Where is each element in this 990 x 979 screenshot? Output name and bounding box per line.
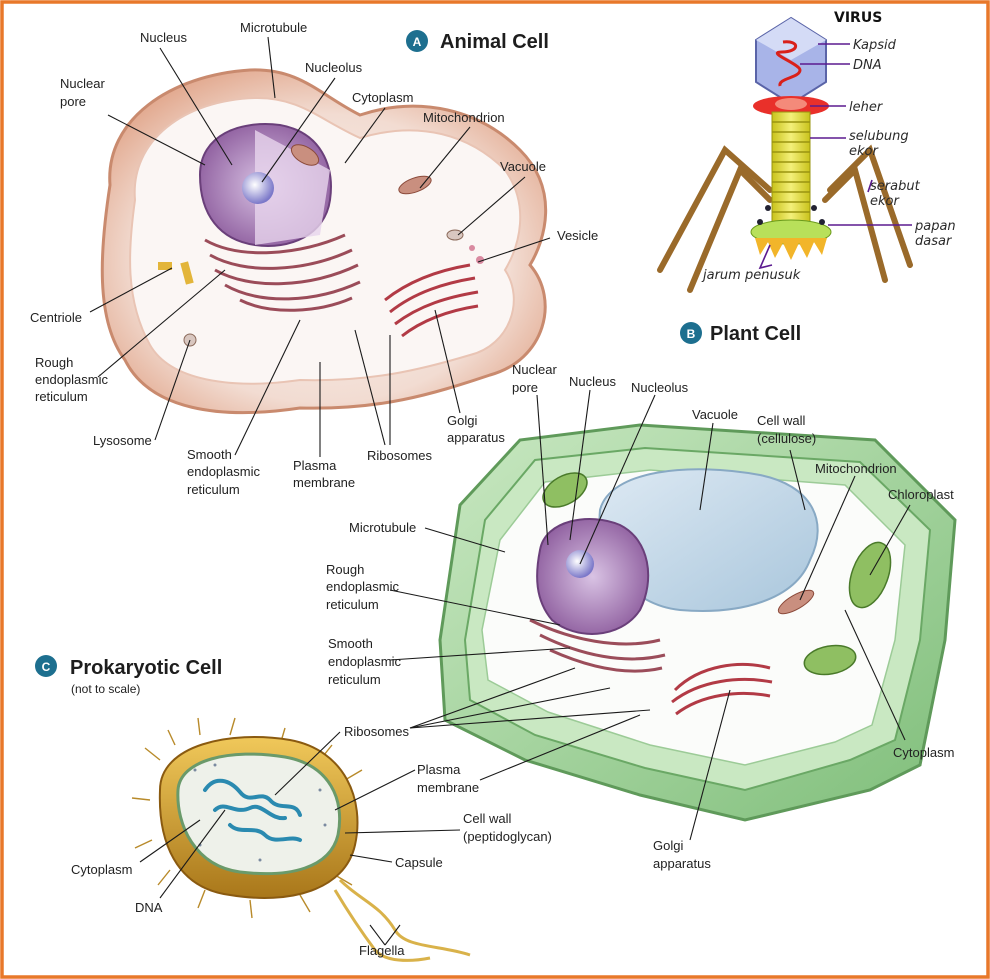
animal-label-microtubule: Microtubule (240, 20, 307, 35)
virus-leader-lines (758, 43, 912, 270)
virus-label-serabut: serabut (870, 179, 921, 194)
plant-label-nucleolus: Nucleolus (631, 380, 689, 395)
virus-label-serabut-2: ekor (870, 194, 900, 209)
plant-label-rough-er: Rough (326, 562, 364, 577)
prokaryote-label-capsule: Capsule (395, 855, 443, 870)
animal-label-nucleolus: Nucleolus (305, 60, 363, 75)
prokaryote-label-plasma-membrane-2: membrane (417, 780, 479, 795)
plant-label-golgi-2: apparatus (653, 856, 711, 871)
prokaryote-label-cell-wall: Cell wall (463, 811, 512, 826)
prokaryote-label-cell-wall-2: (peptidoglycan) (463, 829, 552, 844)
animal-label-lysosome: Lysosome (93, 433, 152, 448)
virus-label-kapsid: Kapsid (853, 38, 897, 53)
animal-label-smooth-er-3: reticulum (187, 482, 240, 497)
plant-label-microtubule: Microtubule (349, 520, 416, 535)
animal-label-centriole: Centriole (30, 310, 82, 325)
animal-label-rough-er: Rough (35, 355, 73, 370)
prokaryote-label-flagella: Flagella (359, 943, 405, 958)
animal-label-golgi: Golgi (447, 413, 477, 428)
prokaryote-badge (35, 655, 57, 677)
animal-label-plasma-membrane: Plasma (293, 458, 337, 473)
prokaryote-badge-letter: C (42, 660, 51, 674)
animal-label-golgi-2: apparatus (447, 430, 505, 445)
prokaryote-illustration (131, 717, 471, 962)
virus-title: VIRUS (834, 10, 882, 26)
plant-label-smooth-er-2: endoplasmic (328, 654, 401, 669)
animal-label-vesicle: Vesicle (557, 228, 598, 243)
plant-label-cell-wall: Cell wall (757, 413, 806, 428)
animal-label-vacuole: Vacuole (500, 159, 546, 174)
plant-label-smooth-er-3: reticulum (328, 672, 381, 687)
animal-label-plasma-membrane-2: membrane (293, 475, 355, 490)
animal-cell-illustration (100, 68, 548, 415)
plant-label-golgi: Golgi (653, 838, 683, 853)
prokaryote-label-dna: DNA (135, 900, 163, 915)
animal-label-rough-er-2: endoplasmic (35, 372, 108, 387)
virus-label-dna: DNA (853, 58, 882, 73)
prokaryote-subtitle: (not to scale) (71, 682, 140, 696)
prokaryote-label-cytoplasm: Cytoplasm (71, 862, 132, 877)
plant-label-cell-wall-2: (cellulose) (757, 431, 816, 446)
plant-cell-title: Plant Cell (710, 323, 801, 345)
animal-label-nuclear-pore: Nuclear (60, 76, 105, 91)
animal-label-smooth-er: Smooth (187, 447, 232, 462)
virus-label-selubung: selubung (849, 129, 909, 144)
animal-cell-title: Animal Cell (440, 31, 549, 53)
plant-label-smooth-er: Smooth (328, 636, 373, 651)
virus-illustration (657, 16, 913, 293)
animal-label-rough-er-3: reticulum (35, 389, 88, 404)
prokaryote-leader-lines (139, 731, 461, 946)
animal-leader-lines (89, 36, 551, 457)
plant-leader-lines (389, 389, 911, 841)
animal-badge (406, 30, 428, 52)
prokaryote-label-plasma-membrane: Plasma (417, 762, 461, 777)
plant-cell-illustration (438, 423, 957, 822)
prokaryote-title: Prokaryotic Cell (70, 657, 222, 679)
animal-badge-letter: A (413, 35, 422, 49)
plant-label-cytoplasm: Cytoplasm (893, 745, 954, 760)
plant-label-rough-er-2: endoplasmic (326, 579, 399, 594)
plant-label-vacuole: Vacuole (692, 407, 738, 422)
plant-label-chloroplast: Chloroplast (888, 487, 954, 502)
virus-label-jarum-penusuk: jarum penusuk (701, 268, 801, 283)
animal-label-smooth-er-2: endoplasmic (187, 464, 260, 479)
plant-label-mitochondrion: Mitochondrion (815, 461, 897, 476)
animal-label-cytoplasm: Cytoplasm (352, 90, 413, 105)
plant-badge (680, 322, 702, 344)
prokaryote-label-ribosomes: Ribosomes (344, 724, 410, 739)
virus-label-selubung-2: ekor (849, 144, 879, 159)
plant-label-nucleus: Nucleus (569, 374, 616, 389)
animal-label-ribosomes: Ribosomes (367, 448, 433, 463)
virus-label-papan-2: dasar (915, 234, 953, 249)
plant-label-nuclear-pore: Nuclear (512, 362, 557, 377)
virus-label-leher: leher (849, 100, 884, 115)
animal-label-mitochondrion: Mitochondrion (423, 110, 505, 125)
plant-label-nuclear-pore-2: pore (512, 380, 538, 395)
animal-label-nuclear-pore-2: pore (60, 94, 86, 109)
virus-label-papan: papan (914, 219, 956, 234)
plant-label-rough-er-3: reticulum (326, 597, 379, 612)
animal-label-nucleus: Nucleus (140, 30, 187, 45)
plant-badge-letter: B (687, 327, 696, 341)
